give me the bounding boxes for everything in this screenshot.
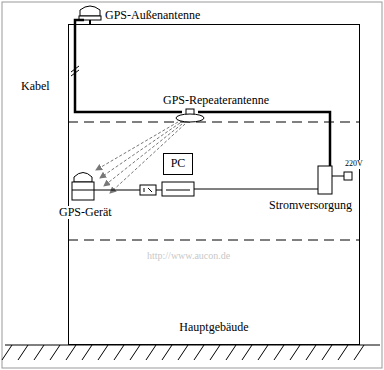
power-wire — [194, 189, 318, 190]
frame — [2, 2, 382, 368]
floor-line — [68, 122, 360, 123]
antenna-label: GPS-Außenantenne — [104, 9, 201, 22]
device-label: GPS-Gerät — [58, 206, 113, 219]
pc-box: PC — [163, 153, 193, 175]
pc-label: PC — [171, 157, 186, 170]
cable — [198, 112, 330, 166]
floor-line — [68, 240, 360, 241]
repeater-label: GPS-Repeaterantenne — [162, 94, 270, 107]
cable-label: Kabel — [20, 80, 51, 93]
adapter — [140, 185, 156, 195]
plug-wire — [332, 176, 344, 177]
pc-base — [162, 182, 194, 196]
gps-device-antenna — [74, 173, 92, 183]
cable-mark — [71, 70, 79, 76]
data-wire — [94, 190, 140, 191]
building-label: Hauptgebäude — [179, 321, 248, 334]
outdoor-antenna — [80, 6, 100, 16]
power-label: Stromversorgung — [268, 199, 353, 212]
gps-device — [72, 182, 94, 200]
gps-device-detail — [72, 190, 94, 191]
repeater-antenna — [176, 114, 204, 122]
voltage-label: 220V — [344, 160, 364, 169]
adapter-detail — [144, 188, 145, 192]
building: Hauptgebäude PC — [68, 24, 360, 345]
ground-hatch — [2, 345, 364, 360]
adapter-detail — [148, 188, 152, 192]
plug — [344, 172, 352, 180]
power-supply — [318, 166, 332, 194]
pc-base-detail — [166, 190, 190, 191]
watermark: http://www.aucon.de — [146, 250, 231, 261]
